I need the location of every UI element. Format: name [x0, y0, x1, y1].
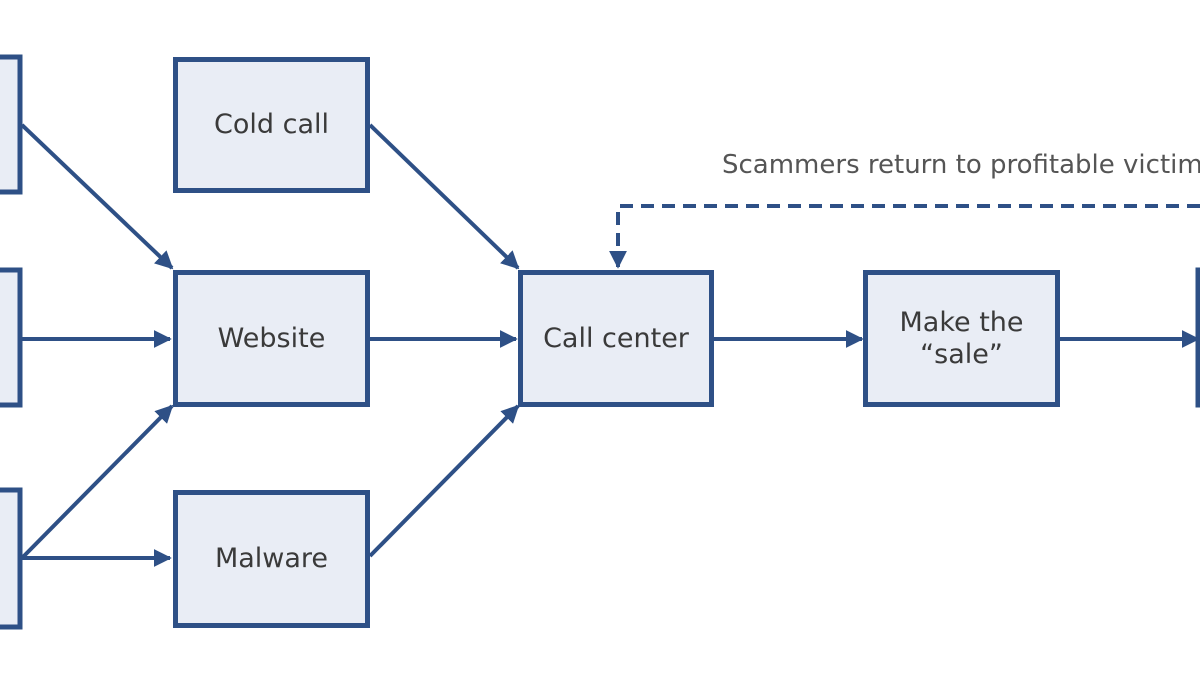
arrow-left-top-to-website — [20, 123, 174, 270]
node-make-the-sale-label: Make the “sale” — [899, 307, 1024, 370]
arrow-left-bottom-to-website — [20, 404, 174, 560]
arrow-malware-to-call-center — [368, 404, 520, 558]
node-call-center: Call center — [518, 270, 714, 407]
feedback-label: Scammers return to profitable victim — [722, 150, 1200, 180]
node-cold-call-label: Cold call — [214, 109, 329, 141]
node-malware: Malware — [173, 490, 370, 628]
node-malware-label: Malware — [214, 543, 329, 575]
node-website: Website — [173, 270, 370, 407]
node-website-label: Website — [217, 322, 326, 354]
node-make-the-sale: Make the “sale” — [863, 270, 1060, 407]
left-box-bottom — [0, 487, 23, 630]
left-box-middle — [0, 267, 23, 408]
node-cold-call: Cold call — [173, 57, 370, 193]
left-box-top — [0, 54, 23, 195]
arrow-cold-call-to-call-center — [368, 123, 520, 270]
node-call-center-label: Call center — [543, 322, 689, 354]
feedback-dashed-arrow — [609, 204, 1200, 269]
